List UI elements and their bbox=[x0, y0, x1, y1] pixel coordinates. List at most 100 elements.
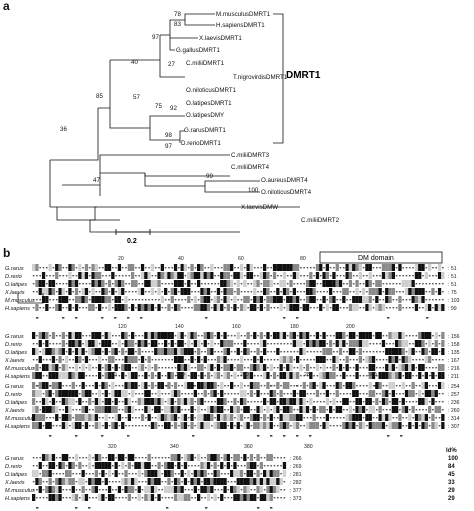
residue-mark bbox=[409, 267, 411, 269]
residue-mark bbox=[240, 299, 243, 301]
residue-cell bbox=[147, 390, 151, 397]
residue-cell bbox=[395, 340, 399, 347]
residue-cell bbox=[411, 288, 415, 295]
residue-mark bbox=[346, 307, 348, 309]
residue-mark bbox=[108, 291, 111, 293]
residue-cell bbox=[121, 348, 125, 355]
residue-cell bbox=[140, 414, 145, 421]
residue-cell bbox=[315, 390, 320, 397]
residue-cell bbox=[263, 288, 267, 295]
residue-cell bbox=[127, 348, 131, 355]
residue-cell bbox=[263, 340, 267, 347]
residue-cell bbox=[200, 288, 204, 295]
residue-cell bbox=[98, 398, 102, 405]
residue-mark bbox=[372, 275, 375, 277]
residue-cell bbox=[107, 280, 112, 287]
residue-mark bbox=[105, 283, 107, 285]
residue-mark bbox=[230, 465, 233, 467]
residue-mark bbox=[131, 401, 134, 403]
residue-mark bbox=[102, 401, 104, 403]
residue-mark bbox=[329, 267, 332, 269]
residue-cell bbox=[78, 332, 82, 339]
residue-cell bbox=[78, 340, 82, 347]
residue-cell bbox=[210, 340, 214, 347]
residue-mark bbox=[52, 307, 55, 309]
residue-mark bbox=[362, 393, 365, 395]
residue-mark bbox=[257, 401, 259, 403]
residue-cell bbox=[279, 422, 283, 429]
residue-mark bbox=[72, 367, 74, 369]
residue-cell bbox=[220, 390, 224, 397]
residue-mark bbox=[79, 393, 81, 395]
residue-mark bbox=[277, 367, 279, 369]
residue-mark bbox=[112, 307, 114, 309]
residue-cell bbox=[61, 288, 65, 295]
residue-mark bbox=[313, 393, 315, 395]
residue-mark bbox=[300, 283, 302, 285]
residue-cell bbox=[45, 454, 49, 461]
residue-mark bbox=[425, 267, 428, 269]
residue-cell bbox=[424, 304, 428, 311]
residue-mark bbox=[204, 409, 206, 411]
species-label: O.latipes bbox=[5, 282, 27, 288]
residue-cell bbox=[127, 372, 131, 379]
residue-mark bbox=[52, 481, 55, 483]
residue-cell bbox=[223, 356, 227, 363]
residue-cell bbox=[51, 486, 56, 493]
residue-mark bbox=[217, 283, 220, 285]
residue-cell bbox=[170, 332, 174, 339]
residue-mark bbox=[224, 497, 226, 499]
residue-cell bbox=[421, 422, 425, 429]
residue-mark bbox=[260, 375, 263, 377]
residue-mark bbox=[296, 283, 299, 285]
residue-mark bbox=[385, 307, 388, 309]
residue-mark bbox=[36, 465, 38, 467]
residue-cell bbox=[332, 364, 336, 371]
residue-mark bbox=[428, 351, 431, 353]
residue-mark bbox=[214, 351, 216, 353]
residue-cell bbox=[398, 364, 402, 371]
residue-mark bbox=[194, 417, 197, 419]
residue-cell bbox=[94, 478, 98, 485]
residue-mark bbox=[194, 457, 197, 459]
bootstrap-label: 40 bbox=[131, 59, 138, 66]
residue-cell bbox=[230, 470, 234, 477]
sequence-end-position: : 51 bbox=[448, 274, 457, 280]
residue-cell bbox=[292, 272, 296, 279]
residue-mark bbox=[227, 335, 230, 337]
residue-mark bbox=[260, 457, 263, 459]
residue-mark bbox=[296, 393, 299, 395]
residue-cell bbox=[378, 372, 382, 379]
residue-cell bbox=[91, 332, 95, 339]
residue-mark bbox=[346, 409, 348, 411]
residue-mark bbox=[428, 385, 431, 387]
residue-cell bbox=[332, 398, 336, 405]
residue-cell bbox=[167, 332, 171, 339]
residue-mark bbox=[234, 335, 236, 337]
residue-mark bbox=[72, 359, 74, 361]
residue-mark bbox=[141, 481, 144, 483]
residue-mark bbox=[339, 307, 342, 309]
residue-mark bbox=[118, 275, 121, 277]
residue-mark bbox=[148, 351, 150, 353]
residue-mark bbox=[72, 291, 74, 293]
residue-cell bbox=[249, 494, 254, 501]
residue-cell bbox=[216, 372, 221, 379]
residue-mark bbox=[277, 359, 279, 361]
residue-cell bbox=[388, 348, 392, 355]
residue-mark bbox=[59, 473, 61, 475]
residue-mark bbox=[257, 497, 259, 499]
residue-cell bbox=[98, 272, 102, 279]
residue-mark bbox=[178, 299, 180, 301]
residue-cell bbox=[408, 422, 412, 429]
residue-cell bbox=[190, 406, 194, 413]
residue-mark bbox=[55, 457, 58, 459]
residue-cell bbox=[167, 398, 171, 405]
residue-cell bbox=[200, 264, 204, 271]
residue-cell bbox=[312, 382, 316, 389]
residue-mark bbox=[356, 275, 358, 277]
sequence-end-position: : 99 bbox=[448, 306, 457, 312]
residue-cell bbox=[167, 478, 171, 485]
residue-mark bbox=[319, 283, 322, 285]
residue-mark bbox=[263, 393, 266, 395]
